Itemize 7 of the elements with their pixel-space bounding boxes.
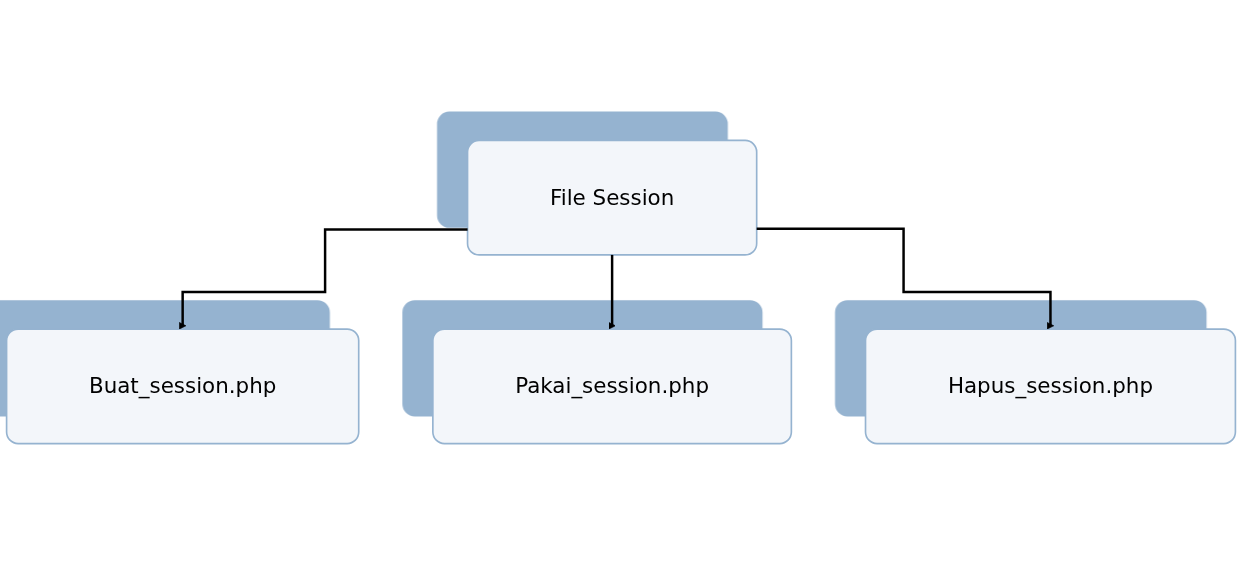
arrow xyxy=(756,227,1055,330)
node-box: Hapus_session.php xyxy=(864,328,1237,445)
node-box: Buat_session.php xyxy=(5,328,360,445)
node-box: Pakai_session.php xyxy=(432,328,793,445)
node-box: File Session xyxy=(466,139,758,256)
arrow xyxy=(608,253,616,330)
arrow xyxy=(179,228,468,330)
